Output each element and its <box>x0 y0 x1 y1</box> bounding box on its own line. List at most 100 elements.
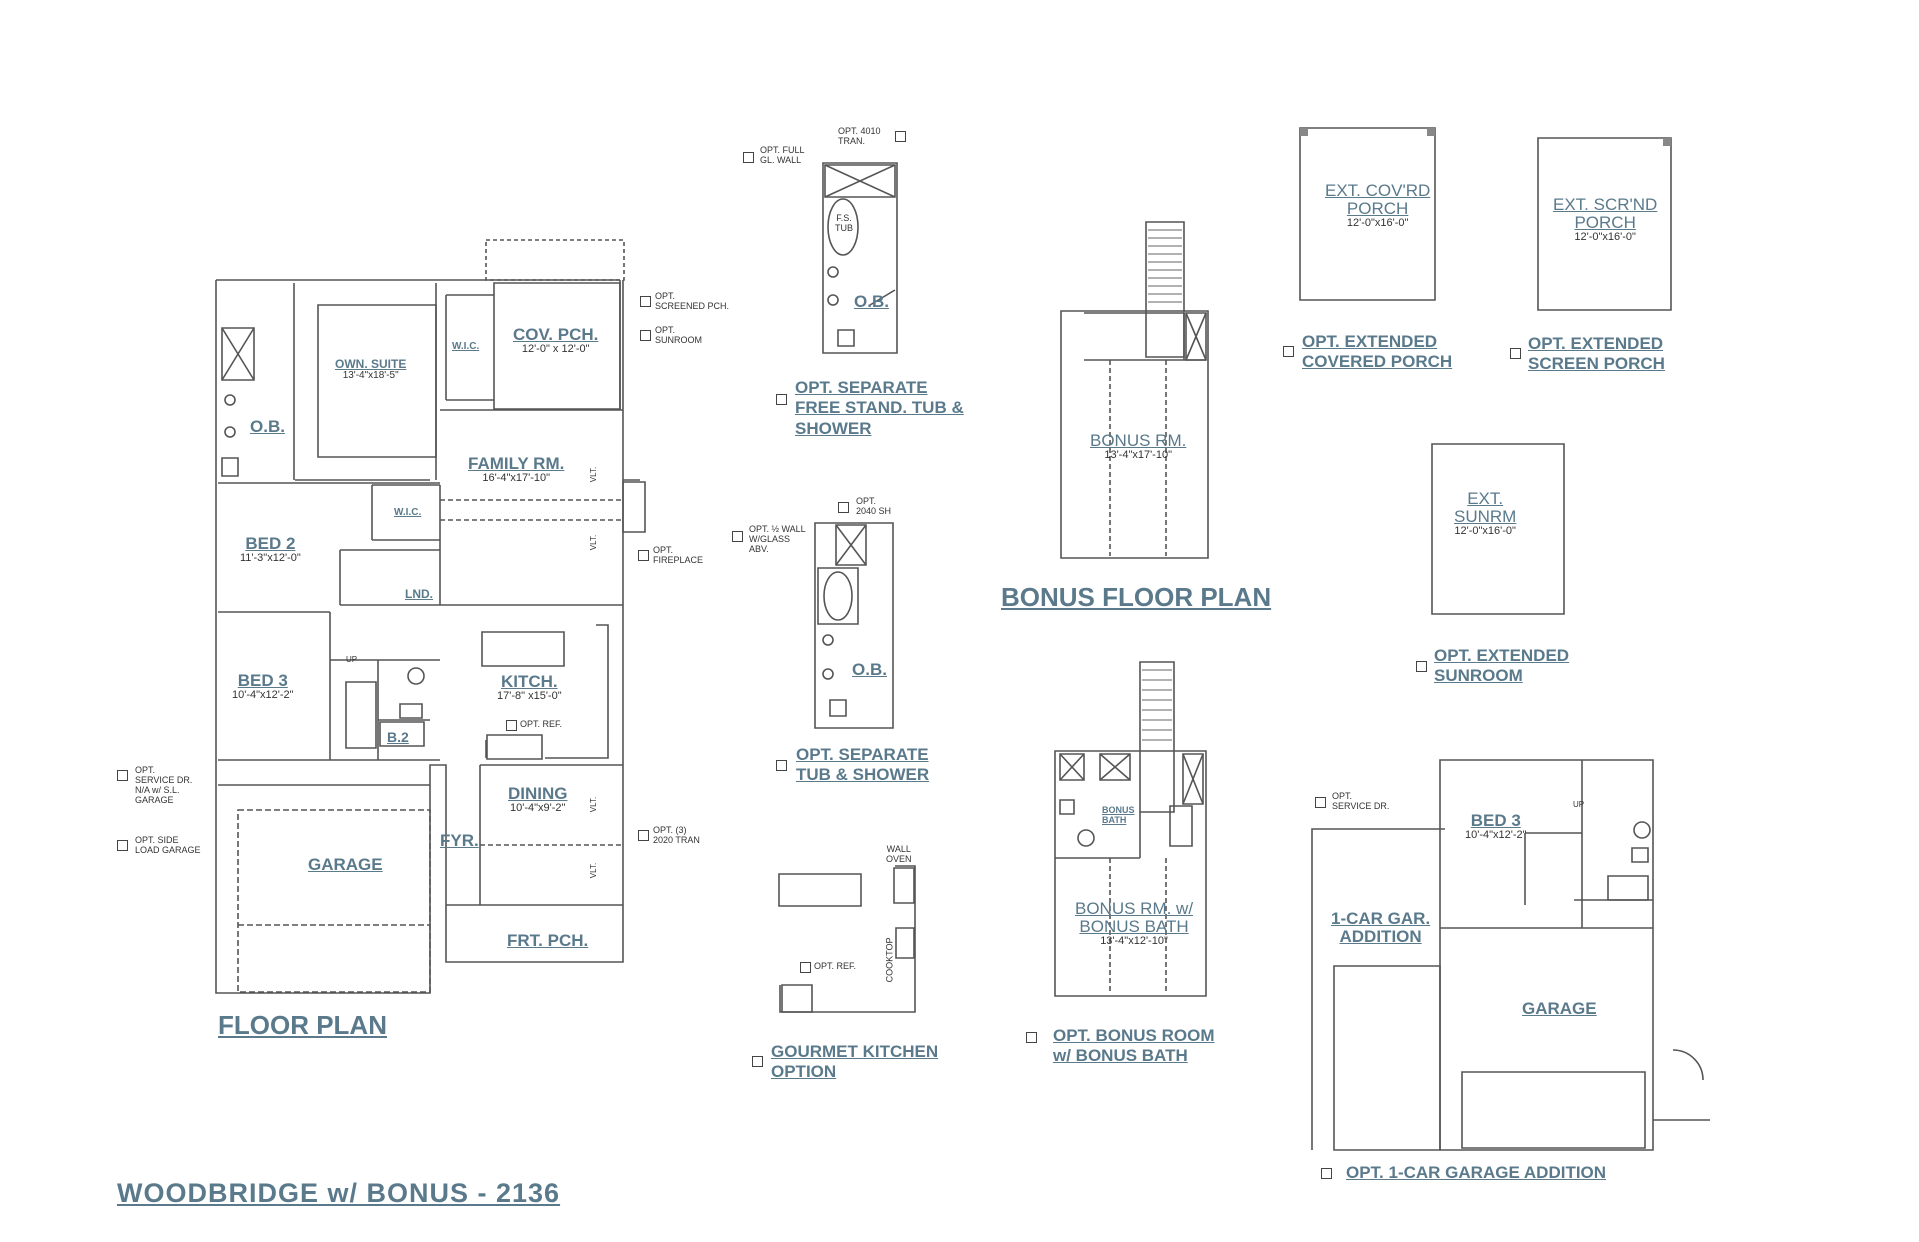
bath2-option-checkbox[interactable] <box>776 760 787 771</box>
covrd-caption: OPT. EXTENDED COVERED PORCH <box>1302 332 1452 373</box>
bonus-bath-name2: BONUS BATH <box>1079 916 1189 936</box>
garage-add-garage: GARAGE <box>1522 1000 1597 1018</box>
stair-treads <box>1142 230 1182 740</box>
bonus-bath-walls <box>1055 662 1206 996</box>
1car-gar-line2: ADDITION <box>1339 926 1422 946</box>
bed3-dim: 10'-4"x12'-2" <box>232 688 294 701</box>
opt-ref-checkbox[interactable] <box>506 720 517 731</box>
1car-gar-line1: 1-CAR GAR. <box>1331 909 1431 928</box>
opt-side-load-checkbox[interactable] <box>117 840 128 851</box>
kitch-dim: 17'-8" x15'-0" <box>497 689 562 702</box>
kitchen-option-checkbox[interactable] <box>752 1056 763 1067</box>
bath1-caption-line2: FREE STAND. TUB & <box>795 398 964 418</box>
opt-side-load-label: OPT. SIDE LOAD GARAGE <box>135 835 201 855</box>
bonus-floor-walls <box>1061 222 1208 558</box>
cooktop-label: COOKTOP <box>884 937 895 983</box>
opt-2040-label: OPT. 2040 SH <box>856 496 892 516</box>
kitch-name: KITCH. <box>500 672 558 691</box>
scrnd-caption: OPT. EXTENDED SCREEN PORCH <box>1528 334 1665 375</box>
room-bed3: BED 3 10'-4"x12'-2" <box>232 672 294 701</box>
room-ob: O.B. <box>250 418 285 436</box>
fs-tub-label: F.S. TUB <box>835 213 853 233</box>
bath1-option-checkbox[interactable] <box>776 394 787 405</box>
garage-add-garage-name: GARAGE <box>1522 999 1597 1018</box>
bonus-bath-name1: BONUS RM. w/ <box>1075 899 1194 918</box>
garage-addition-caption: OPT. 1-CAR GARAGE ADDITION <box>1346 1163 1606 1183</box>
sunrm-dim: 12'-0"x16'-0" <box>1454 524 1516 537</box>
garage-addition-caption-text: OPT. 1-CAR GARAGE ADDITION <box>1346 1163 1607 1182</box>
bed3-name: BED 3 <box>237 671 288 690</box>
bonus-floor-plan-heading: BONUS FLOOR PLAN <box>1001 582 1272 612</box>
ext-sunrm-checkbox[interactable] <box>1416 661 1427 672</box>
own-suite-dim: 13'-4"x18'-5" <box>342 369 399 381</box>
opt-2040-checkbox[interactable] <box>838 502 849 513</box>
sunrm-caption-line2: SUNROOM <box>1434 666 1523 686</box>
ext-covrd-checkbox[interactable] <box>1283 346 1294 357</box>
garage-addition-checkbox[interactable] <box>1321 1168 1332 1179</box>
room-lnd: LND. <box>405 587 433 601</box>
garage-bed3-dim: 10'-4"x12'-2" <box>1465 828 1527 841</box>
opt-service-dr-checkbox[interactable] <box>117 770 128 781</box>
covrd-name2: PORCH <box>1346 198 1409 218</box>
ext-scrnd-checkbox[interactable] <box>1510 348 1521 359</box>
room-1car-gar: 1-CAR GAR. ADDITION <box>1331 910 1430 946</box>
bonus-bath-checkbox[interactable] <box>1026 1032 1037 1043</box>
opt-ref-label: OPT. REF. <box>520 719 563 729</box>
bath2-walls <box>815 523 893 728</box>
opt-half-wall-checkbox[interactable] <box>732 531 743 542</box>
bonus-caption-line2: w/ BONUS BATH <box>1053 1046 1188 1066</box>
family-dim: 16'-4"x17'-10" <box>482 471 551 484</box>
sunrm-caption: OPT. EXTENDED SUNROOM <box>1434 646 1569 687</box>
bonus-caption-line1: OPT. BONUS ROOM <box>1053 1026 1215 1045</box>
family-name: FAMILY RM. <box>468 454 565 473</box>
kitchen-caption: GOURMET KITCHEN OPTION <box>771 1042 938 1083</box>
fyr-name: FYR. <box>440 831 479 850</box>
bonus-bath-label: BONUS BATH <box>1102 805 1135 825</box>
opt-sunroom-checkbox[interactable] <box>640 330 651 341</box>
opt-tran-4010-label: OPT. 4010 TRAN. <box>838 126 881 146</box>
bath1-caption-line1: OPT. SEPARATE <box>795 378 928 397</box>
covrd-caption-line1: OPT. EXTENDED <box>1302 332 1438 351</box>
room-bonus: BONUS RM. 13'-4"x17'-10" <box>1090 432 1186 461</box>
sunrm-name2: SUNRM <box>1454 506 1517 526</box>
bath1-caption-line3: SHOWER <box>795 418 872 438</box>
wic-1: W.I.C. <box>452 341 480 352</box>
sunrm-caption-line1: OPT. EXTENDED <box>1434 646 1570 665</box>
room-family: FAMILY RM. 16'-4"x17'-10" <box>468 455 564 484</box>
garage-bed3: BED 3 10'-4"x12'-2" <box>1465 812 1527 841</box>
bath1-caption: OPT. SEPARATE FREE STAND. TUB & SHOWER <box>795 378 964 439</box>
opt-fireplace-checkbox[interactable] <box>638 550 649 561</box>
room-ext-scrnd: EXT. SCR'ND PORCH 12'-0"x16'-0" <box>1553 196 1657 243</box>
ob-name: O.B. <box>250 417 285 436</box>
wall-oven-label: WALL OVEN <box>886 844 912 864</box>
bonus-caption: OPT. BONUS ROOM w/ BONUS BATH <box>1053 1026 1215 1067</box>
kitchen-caption-line1: GOURMET KITCHEN <box>771 1042 939 1061</box>
vault-label-4: VLT. <box>589 862 599 879</box>
kitchen-opt-ref-checkbox[interactable] <box>800 962 811 973</box>
bath1-ob-name: O.B. <box>854 292 889 311</box>
opt-tran-checkbox[interactable] <box>638 830 649 841</box>
covrd-caption-line2: COVERED PORCH <box>1302 352 1453 372</box>
sunrm-name1: EXT. <box>1467 489 1504 508</box>
bed2-dim: 11'-3"x12'-0" <box>240 551 301 564</box>
bonus-dim: 13'-4"x17'-10" <box>1104 448 1172 461</box>
dining-dim: 10'-4"x9'-2" <box>510 801 566 814</box>
opt-service-dr-label: OPT. SERVICE DR. N/A w/ S.L. GARAGE <box>135 765 193 805</box>
opt-sunroom-label: OPT. SUNROOM <box>655 325 702 345</box>
opt-tran-4010-checkbox[interactable] <box>895 131 906 142</box>
room-garage: GARAGE <box>308 856 383 874</box>
garage-service-dr-checkbox[interactable] <box>1315 797 1326 808</box>
room-bed2: BED 2 11'-3"x12'-0" <box>240 535 301 564</box>
bath2-caption: OPT. SEPARATE TUB & SHOWER <box>796 745 929 786</box>
garage-addition-walls <box>1312 760 1710 1150</box>
room-b2: B.2 <box>387 729 409 745</box>
wic-2: W.I.C. <box>394 507 422 518</box>
opt-screened-checkbox[interactable] <box>640 296 651 307</box>
opt-screened-label: OPT. SCREENED PCH. <box>655 291 730 311</box>
frt-pch-name: FRT. PCH. <box>507 931 589 950</box>
room-kitch: KITCH. 17'-8" x15'-0" <box>497 673 562 702</box>
garage-service-dr-label: OPT. SERVICE DR. <box>1332 791 1390 811</box>
opt-full-gl-checkbox[interactable] <box>743 152 754 163</box>
ext-porch-walls <box>1300 128 1671 614</box>
bath1-ob: O.B. <box>854 293 889 311</box>
